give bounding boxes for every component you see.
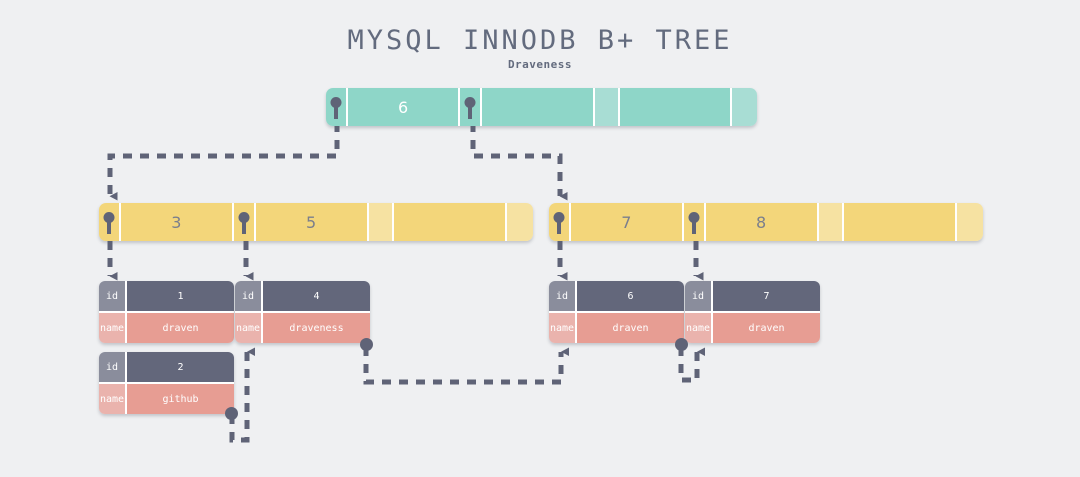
branch-right-key-2 <box>844 203 958 241</box>
pointer-stem-icon <box>556 220 561 234</box>
branch-right-key-0: 7 <box>570 203 684 241</box>
branch-left-pointer-3[interactable] <box>507 203 533 241</box>
branch-node-left[interactable]: 3 5 <box>99 203 533 241</box>
leaf-row-name: name draveness <box>235 313 370 343</box>
branch-right-pointer-0[interactable] <box>549 203 571 241</box>
leaf-row-id: id 6 <box>549 281 684 313</box>
leaf-id-label: id <box>235 281 263 311</box>
root-key-2 <box>619 88 733 126</box>
leaf-id-value: 6 <box>577 281 684 311</box>
leaf-link-dot-6 <box>675 338 688 351</box>
leaf-id-value: 4 <box>263 281 370 311</box>
branch-right-pointer-3[interactable] <box>957 203 983 241</box>
leaf-record-4[interactable]: id 4 name draveness <box>235 281 370 343</box>
branch-left-pointer-2[interactable] <box>368 203 395 241</box>
leaf-link-dot-2 <box>225 407 238 420</box>
branch-right-pointer-1[interactable] <box>683 203 706 241</box>
leaf-record-1[interactable]: id 1 name draven <box>99 281 234 343</box>
leaf-row-id: id 1 <box>99 281 234 313</box>
leaf-name-label: name <box>99 313 127 343</box>
leaf-row-id: id 4 <box>235 281 370 313</box>
leaf-id-value: 2 <box>127 352 234 382</box>
pointer-stem-icon <box>333 105 338 119</box>
branch-left-key-0: 3 <box>120 203 234 241</box>
root-pointer-1[interactable] <box>460 88 483 126</box>
leaf-row-name: name draven <box>99 313 234 343</box>
leaf-id-label: id <box>99 281 127 311</box>
pointer-dot-icon <box>688 212 700 223</box>
leaf-record-2[interactable]: id 2 name github <box>99 352 234 414</box>
leaf-id-value: 7 <box>713 281 820 311</box>
leaf-row-id: id 7 <box>685 281 820 313</box>
branch-left-pointer-1[interactable] <box>233 203 256 241</box>
leaf-name-label: name <box>235 313 263 343</box>
pointer-stem-icon <box>241 220 246 234</box>
leaf-name-label: name <box>685 313 713 343</box>
leaf-name-label: name <box>99 384 127 414</box>
leaf-record-7[interactable]: id 7 name draven <box>685 281 820 343</box>
pointer-dot-icon <box>553 212 565 223</box>
leaf-row-name: name draven <box>549 313 684 343</box>
leaf-link-dot-4 <box>360 338 373 351</box>
root-node[interactable]: 6 <box>326 88 757 126</box>
pointer-dot-icon <box>238 212 250 223</box>
root-key-1 <box>482 88 595 126</box>
root-pointer-2[interactable] <box>594 88 620 126</box>
branch-node-right[interactable]: 7 8 <box>549 203 983 241</box>
pointer-stem-icon <box>106 220 111 234</box>
pointer-stem-icon <box>691 220 696 234</box>
leaf-name-value: draven <box>713 313 820 343</box>
branch-left-pointer-0[interactable] <box>99 203 121 241</box>
root-key-0: 6 <box>347 88 461 126</box>
leaf-name-value: draven <box>577 313 684 343</box>
pointer-stem-icon <box>468 105 473 119</box>
page-title: MYSQL INNODB B+ TREE <box>347 25 733 56</box>
leaf-row-name: name draven <box>685 313 820 343</box>
leaf-id-label: id <box>549 281 577 311</box>
leaf-name-value: github <box>127 384 234 414</box>
page-subtitle: Draveness <box>507 58 573 71</box>
leaf-row-id: id 2 <box>99 352 234 384</box>
pointer-dot-icon <box>103 212 115 223</box>
branch-right-pointer-2[interactable] <box>818 203 845 241</box>
leaf-id-value: 1 <box>127 281 234 311</box>
leaf-record-6[interactable]: id 6 name draven <box>549 281 684 343</box>
leaf-name-value: draven <box>127 313 234 343</box>
leaf-id-label: id <box>99 352 127 382</box>
branch-left-key-2 <box>394 203 508 241</box>
leaf-name-value: draveness <box>263 313 370 343</box>
pointer-dot-icon <box>330 97 342 108</box>
root-pointer-0[interactable] <box>326 88 348 126</box>
leaf-row-name: name github <box>99 384 234 414</box>
root-pointer-3[interactable] <box>732 88 757 126</box>
pointer-dot-icon <box>464 97 476 108</box>
leaf-id-label: id <box>685 281 713 311</box>
branch-right-key-1: 8 <box>705 203 819 241</box>
branch-left-key-1: 5 <box>255 203 369 241</box>
leaf-name-label: name <box>549 313 577 343</box>
